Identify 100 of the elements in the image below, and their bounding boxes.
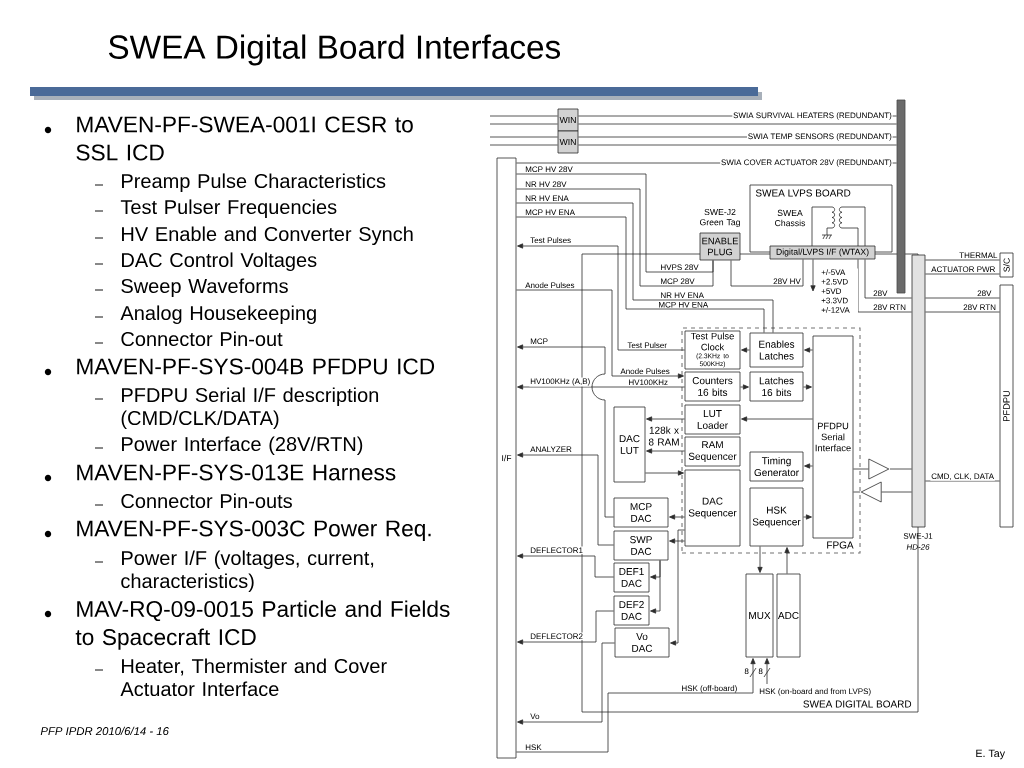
arrow	[517, 553, 614, 578]
block-box: RAM Sequencer	[684, 436, 741, 467]
sub-bullet-item: Power Interface (28V/RTN)	[94, 436, 363, 456]
sub-bullet-item: Power I/F (voltages, current, characteristics)	[94, 550, 374, 593]
edge-label: MCP HV 28V	[524, 165, 574, 173]
connector-line	[730, 259, 804, 287]
plug-box: ENABLE PLUG	[699, 232, 741, 261]
edge-label: Anode Pulses	[524, 281, 576, 289]
arrow	[517, 344, 614, 518]
edge-label: SWIA SURVIVAL HEATERS (REDUNDANT)	[732, 111, 893, 121]
connector-line	[578, 123, 897, 125]
bullet-item: MAVEN-PF-SYS-013E Harness	[44, 464, 396, 482]
signal-label: HV100KHz	[629, 379, 668, 386]
block-box: PFDPU Serial Interface	[812, 335, 854, 539]
block-box: Counters 16 bits	[684, 371, 741, 402]
block-box: MUX	[745, 573, 774, 658]
arrow	[517, 452, 614, 546]
bullet-item: MAVEN-PF-SYS-003C Power Req.	[44, 520, 431, 541]
edge-label: 28V	[976, 289, 993, 297]
block-box: MCP DAC	[613, 497, 669, 528]
connector-line	[925, 273, 1000, 275]
edge-label: HSK (on-board and from LVPS)	[758, 687, 872, 697]
connector-line	[516, 188, 714, 287]
connector-line	[853, 491, 861, 493]
block-box: ADC	[776, 573, 801, 658]
edge-label: 28V HV	[772, 277, 802, 285]
arrow	[669, 514, 685, 520]
edge-label: 28V RTN	[872, 303, 907, 311]
arrow	[516, 658, 756, 753]
signal-label: Test Pulser	[627, 342, 667, 349]
arrow	[669, 538, 685, 544]
interface-box: Digital/LVPS I/F (WTAX)	[769, 245, 876, 260]
arrow	[741, 416, 813, 422]
sub-bullet-item: Heater, Thermister and Cover Actuator Interface	[94, 658, 387, 697]
edge-label: NR HV 28V	[524, 180, 568, 188]
arrow	[517, 642, 615, 725]
sub-bullet-item: Connector Pin-out	[94, 331, 283, 347]
connector-line	[925, 311, 1000, 313]
connector-line	[489, 136, 558, 138]
connector-line	[578, 144, 897, 146]
sub-bullet-item: HV Enable and Converter Synch	[94, 226, 413, 246]
connector-line	[889, 468, 912, 470]
edge-label: Vo	[529, 712, 541, 720]
small-box: S/C	[999, 252, 1014, 278]
small-box: WIN	[557, 108, 579, 132]
edge-label: THERMAL	[958, 251, 999, 259]
arrow	[517, 243, 685, 351]
edge-label: ACTUATOR PWR	[930, 265, 997, 273]
block-box: Timing Generator	[749, 451, 804, 482]
unit-bar: PFDPU	[999, 284, 1014, 528]
connector-line	[489, 115, 558, 117]
block-box: DAC Sequencer	[684, 469, 741, 547]
signal-label: SWEA Chassis	[775, 209, 806, 227]
edge-label: SWIA COVER ACTUATOR 28V (REDUNDANT)	[720, 158, 893, 168]
edge-label: DEFLECTOR2	[529, 632, 584, 640]
sub-bullet-item: Analog Housekeeping	[94, 305, 316, 325]
signal-label: 8	[758, 668, 763, 675]
edge-label: HSK	[524, 743, 543, 751]
edge-label: 28V	[872, 289, 889, 297]
sub-bullet-item: Preamp Pulse Characteristics	[94, 173, 386, 193]
small-box: WIN	[557, 130, 579, 154]
arrow	[757, 546, 763, 573]
connector-bar: I/F	[496, 157, 517, 759]
signal-label: MCP HV ENA	[659, 301, 709, 308]
edge-label: Test Pulses	[529, 236, 572, 244]
edge-label: CMD, CLK, DATA	[930, 472, 995, 481]
signal-label: MCP 28V	[661, 278, 695, 285]
block-box: SWP DAC	[613, 530, 669, 561]
signal-label: 8	[744, 668, 749, 675]
arrow	[804, 463, 813, 469]
sub-bullet-item: PFDPU Serial I/F description (CMD/CLK/DATA)	[94, 387, 379, 430]
arrow	[803, 514, 812, 520]
block-box: DEF1 DAC	[613, 562, 650, 593]
sub-bullet-item: Connector Pin-outs	[94, 493, 292, 509]
arrow	[650, 560, 661, 614]
buffer-triangle	[860, 481, 882, 503]
edge-label: NR HV ENA	[524, 194, 570, 202]
arrow	[645, 470, 684, 476]
arrow	[517, 384, 685, 390]
block-box: DAC LUT	[613, 406, 646, 483]
arrow	[741, 347, 750, 353]
node-caption: HD-26	[906, 544, 930, 550]
block-box: LUT Loader	[684, 404, 741, 435]
arrow	[517, 610, 614, 645]
author-text: E. Tay	[976, 749, 1006, 760]
edge-label: +/-5VA +2.5VD +5VD +3.3VD +/-12VA	[820, 268, 858, 314]
signal-label: HVPS 28V	[661, 264, 699, 271]
slide-title: SWEA Digital Board Interfaces	[108, 34, 560, 66]
footer-text: PFP IPDR 2010/6/14 - 16	[40, 726, 169, 736]
connector-line	[516, 173, 714, 273]
block-box: Enables Latches	[749, 332, 804, 368]
buffer-triangle	[868, 458, 890, 480]
connector-line	[853, 468, 869, 470]
edge-label: 28V RTN	[962, 303, 997, 311]
block-box: HSK Sequencer	[749, 487, 804, 547]
edge-label: MCP HV ENA	[524, 208, 576, 216]
edge-label: SWIA TEMP SENSORS (REDUNDANT)	[747, 132, 893, 142]
connector-line	[925, 259, 1000, 261]
sub-bullet-item: Sweep Waveforms	[94, 278, 288, 297]
connector-line	[489, 123, 558, 125]
